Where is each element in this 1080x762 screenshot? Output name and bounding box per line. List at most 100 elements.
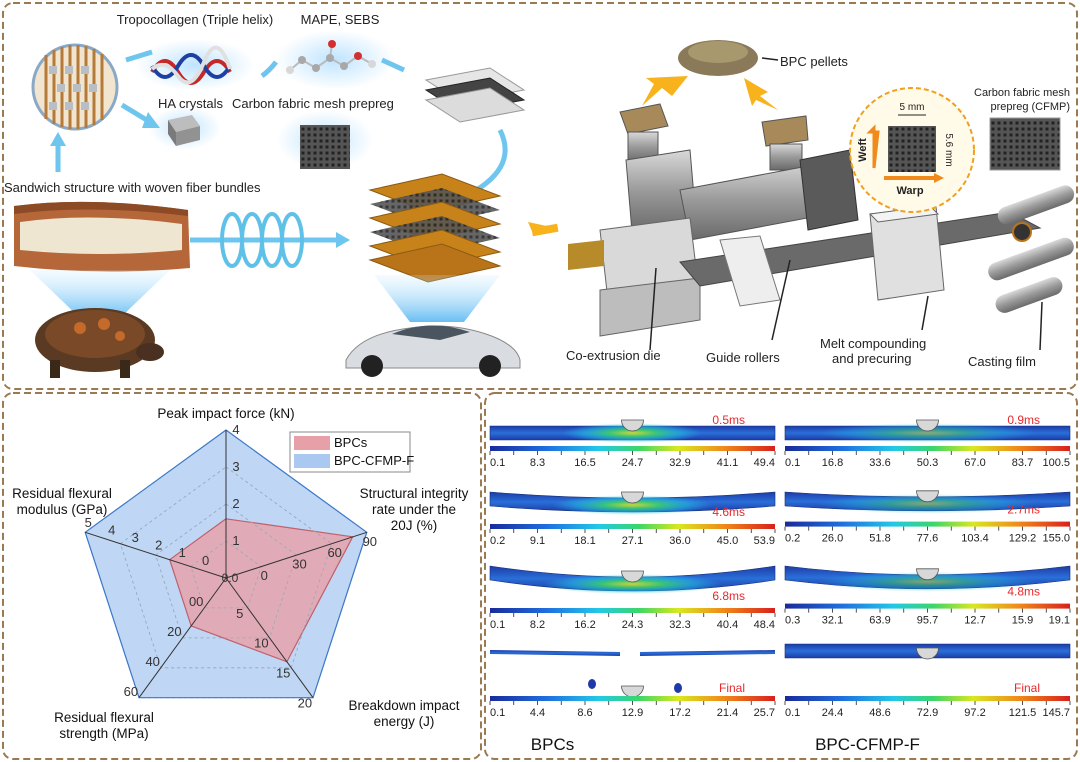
sim-colorbar xyxy=(490,446,775,451)
radar-grid-ring-overlay xyxy=(155,503,297,639)
sim-colorbar-label: 0.1 xyxy=(490,457,505,469)
radar-axis-label: modulus (GPa) xyxy=(17,502,108,517)
sim-colorbar-label: 18.1 xyxy=(574,535,595,547)
sim-colorbar-label: 83.7 xyxy=(1012,457,1033,469)
radar-chart: 123403060905101520002040600123450.0Peak … xyxy=(12,406,469,741)
mesh-56mm-label: 5.6 mm xyxy=(943,133,954,166)
sim-column-label: BPC-CFMP-F xyxy=(815,735,920,754)
radar-series-bpcs xyxy=(168,518,354,663)
radar-tick-label: 60 xyxy=(327,545,341,560)
triple-helix xyxy=(150,45,232,85)
radar-axis-label: rate under the xyxy=(372,502,456,517)
radar-tick-label: 3 xyxy=(132,530,139,545)
turtle-image xyxy=(35,308,164,378)
radar-tick-label: 15 xyxy=(276,666,290,681)
sim-colorbar-label: 15.9 xyxy=(1012,615,1033,627)
sim-colorbar-label: 24.3 xyxy=(622,619,643,631)
sim-stress-hotspot xyxy=(552,495,713,515)
ha-crystal xyxy=(168,115,200,146)
melt-label-2: and precuring xyxy=(832,351,912,366)
sim-colorbar-label: 24.4 xyxy=(822,707,843,719)
cfmp-label-2: prepreg (CFMP) xyxy=(991,101,1070,113)
sim-stress-hotspot xyxy=(542,574,723,594)
sim-colorbar-label: 25.7 xyxy=(754,707,775,719)
hopper-left xyxy=(619,103,669,163)
sim-colorbar-label: 9.1 xyxy=(530,535,545,547)
sim-colorbar-label: 97.2 xyxy=(964,707,985,719)
sim-colorbar-label: 145.7 xyxy=(1042,707,1070,719)
sim-stress-hotspot xyxy=(562,423,703,443)
casting-rollers xyxy=(988,185,1075,313)
sim-colorbar xyxy=(785,521,1070,527)
coextrusion-die xyxy=(568,217,701,337)
radar-spoke xyxy=(225,577,314,698)
sim-impactor xyxy=(916,647,939,660)
radar-axis-label: Residual flexural xyxy=(54,710,154,725)
radar-axis-label: Peak impact force (kN) xyxy=(157,406,294,421)
radar-tick-label: 5 xyxy=(236,606,243,621)
sim-colorbar-label: 77.6 xyxy=(917,533,938,545)
extruder-barrels xyxy=(625,149,859,241)
sim-colorbar-label: 155.0 xyxy=(1042,533,1070,545)
sim-time-label: 2.7ms xyxy=(1007,503,1040,517)
sim-colorbar-label: 0.2 xyxy=(490,535,505,547)
sim-impactor xyxy=(621,685,644,698)
melt-compounding-box xyxy=(868,205,945,301)
car-cone xyxy=(374,275,500,322)
sim-colorbar-label: 12.7 xyxy=(964,615,985,627)
sim-colorbar xyxy=(785,603,1070,609)
sim-colorbar-label: 45.0 xyxy=(717,535,738,547)
radar-tick-label: 20 xyxy=(167,624,181,639)
sim-colorbar-label: 72.9 xyxy=(917,707,938,719)
casting-film-label: Casting film xyxy=(968,354,1036,369)
sim-colorbar-label: 129.2 xyxy=(1009,533,1037,545)
radar-tick-label: 1 xyxy=(179,545,186,560)
radar-axis-label: Structural integrity xyxy=(360,486,469,501)
sim-colorbar-label: 32.1 xyxy=(822,615,843,627)
mape-sebs-label: MAPE, SEBS xyxy=(301,12,380,27)
radar-tick-label: 4 xyxy=(108,522,115,537)
simulation-panel-frame xyxy=(484,392,1078,760)
weft-label: Weft xyxy=(857,138,869,162)
mesh-detail-grid xyxy=(888,126,936,172)
sim-colorbar-label: 27.1 xyxy=(622,535,643,547)
sim-colorbar xyxy=(490,524,775,529)
radar-spoke xyxy=(138,577,227,698)
tropocollagen-label: Tropocollagen (Triple helix) xyxy=(117,12,274,27)
sim-time-label: 0.9ms xyxy=(1007,413,1040,427)
radar-tick-label: 00 xyxy=(189,594,203,609)
cfmp-photo xyxy=(989,117,1061,171)
radar-tick-label: 3 xyxy=(232,459,239,474)
sim-colorbar-label: 36.0 xyxy=(669,535,690,547)
radar-tick-label: 40 xyxy=(145,654,159,669)
legend-swatch xyxy=(294,454,330,468)
sim-colorbar-label: 21.4 xyxy=(717,707,738,719)
sandwich-label: Sandwich structure with woven fiber bund… xyxy=(4,180,261,195)
radar-axis-label: Residual flexural xyxy=(12,486,112,501)
sim-time-label: Final xyxy=(719,681,745,695)
sim-colorbar-label: 51.8 xyxy=(869,533,890,545)
sim-colorbar xyxy=(785,696,1070,701)
sim-colorbar-label: 0.1 xyxy=(785,707,800,719)
prepreg-sheets xyxy=(424,67,526,123)
radar-tick-label: 1 xyxy=(232,533,239,548)
sim-colorbar-label: 48.6 xyxy=(869,707,890,719)
sim-colorbar-label: 121.5 xyxy=(1009,707,1037,719)
radar-spoke xyxy=(225,531,367,579)
sim-colorbar-label: 33.6 xyxy=(869,457,890,469)
sim-time-label: 6.8ms xyxy=(712,589,745,603)
sim-stress-hotspot xyxy=(817,423,1038,443)
sim-colorbar-label: 17.2 xyxy=(669,707,690,719)
radar-axis-label: 20J (%) xyxy=(391,518,438,533)
sim-fragment xyxy=(674,683,682,693)
turtle-cone xyxy=(30,270,170,318)
legend-label: BPC-CFMP-F xyxy=(334,453,414,468)
